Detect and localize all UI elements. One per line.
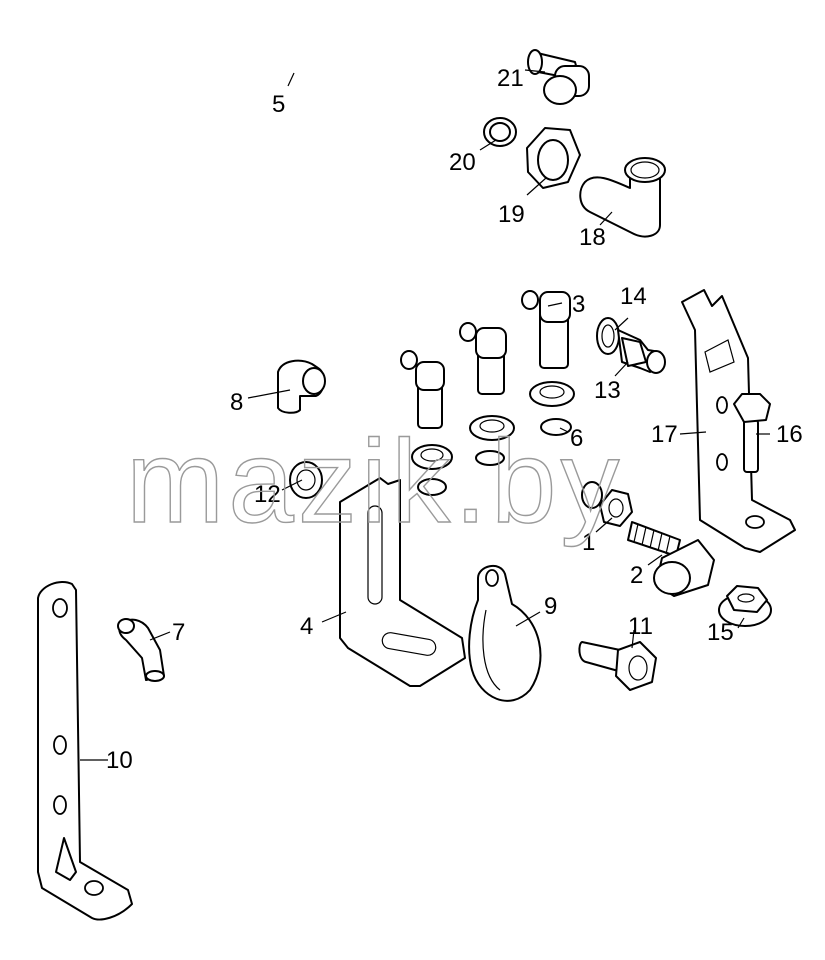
part-20-washer <box>483 117 517 147</box>
part-17-bracket <box>681 289 796 553</box>
callout-21: 21 <box>497 65 524 92</box>
callout-10: 10 <box>106 747 133 774</box>
callout-11: 11 <box>628 613 653 640</box>
part-8-elbow <box>277 359 326 414</box>
callout-17: 17 <box>651 421 678 448</box>
callout-16: 16 <box>776 421 803 448</box>
callout-labels: 5 21 20 19 18 3 14 13 8 17 16 6 12 1 2 4… <box>106 65 803 774</box>
part-11-bolt <box>578 641 657 691</box>
callout-1: 1 <box>582 529 595 556</box>
callout-6: 6 <box>570 425 583 452</box>
part-3-banjo-fitting-c <box>400 350 445 429</box>
leader-lines <box>80 69 770 761</box>
callout-5: 5 <box>272 91 285 118</box>
part-3-banjo-fitting-a <box>521 290 571 369</box>
part-2-banjo-bolt <box>627 521 715 597</box>
callout-18: 18 <box>579 224 606 251</box>
part-4-slotted-bracket <box>339 477 466 687</box>
part-15-flange-nut <box>718 585 772 627</box>
part-1-washer-and-nut <box>581 481 633 527</box>
part-10-angle-bracket <box>37 580 133 921</box>
callout-9: 9 <box>544 593 557 620</box>
callout-3: 3 <box>572 291 585 318</box>
callout-14: 14 <box>620 283 647 310</box>
part-nuts-and-washers <box>411 381 575 496</box>
part-19-hex-nut <box>526 127 581 189</box>
part-12-washer <box>289 461 323 499</box>
callout-20: 20 <box>449 149 476 176</box>
part-16-bolt <box>733 393 771 473</box>
callout-7: 7 <box>172 619 185 646</box>
callout-15: 15 <box>707 619 734 646</box>
part-21-elbow-fitting <box>527 49 590 105</box>
callout-2: 2 <box>630 562 643 589</box>
watermark: mazik.by <box>126 416 624 548</box>
callout-8: 8 <box>230 389 243 416</box>
callout-13: 13 <box>594 377 621 404</box>
callout-4: 4 <box>300 613 313 640</box>
callout-12: 12 <box>254 481 281 508</box>
part-3-banjo-fitting-b <box>459 322 507 395</box>
part-7-small-elbow <box>117 618 165 682</box>
callout-19: 19 <box>498 201 525 228</box>
part-13-union-fitting <box>617 329 666 374</box>
part-14-washer <box>596 317 620 355</box>
part-18-elbow <box>579 157 666 238</box>
part-9-clamp <box>468 564 542 702</box>
